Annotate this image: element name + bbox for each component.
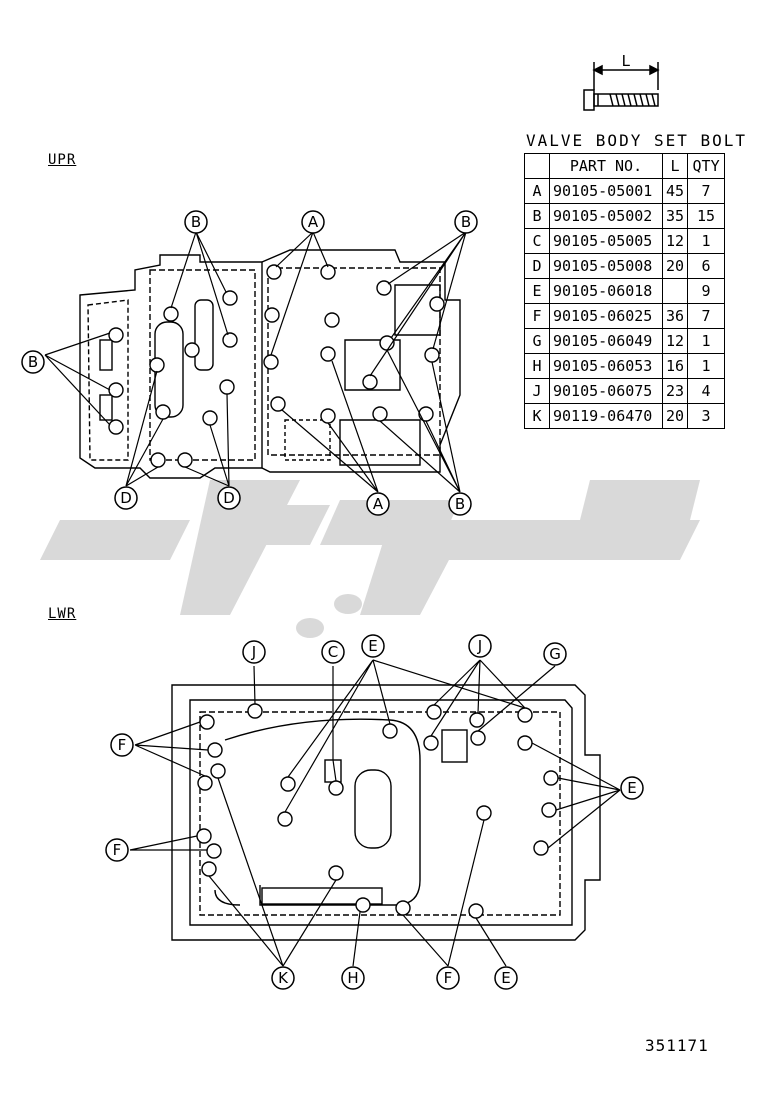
row-length: 12 (661, 328, 689, 354)
row-length: 16 (661, 353, 689, 379)
table-row: J 90105-06075 23 4 (524, 378, 726, 404)
callout-lower-f-bottom: F (444, 969, 453, 987)
watermark-logo (40, 480, 700, 638)
bolt-illustration (583, 62, 660, 111)
row-part-no: 90105-06075 (549, 378, 663, 404)
row-part-no: 90105-05002 (549, 203, 663, 229)
upper-leader-lines (44, 231, 467, 493)
row-code: C (524, 228, 550, 254)
bolt-length-label: L (621, 52, 630, 70)
row-code: A (524, 178, 550, 204)
row-qty: 1 (687, 228, 726, 254)
callout-upper-b-top-left: B (191, 213, 201, 231)
row-qty: 1 (687, 353, 726, 379)
callout-lower-f-mid-left: F (113, 841, 122, 859)
row-length: 36 (661, 303, 689, 329)
row-qty: 7 (687, 303, 726, 329)
upper-bolts (108, 264, 445, 468)
callout-lower-c: C (328, 643, 338, 661)
row-qty: 7 (687, 178, 726, 204)
row-part-no: 90105-05001 (549, 178, 663, 204)
callout-upper-b-left: B (28, 353, 38, 371)
row-part-no: 90105-06025 (549, 303, 663, 329)
table-row: H 90105-06053 16 1 (524, 353, 726, 379)
lower-leader-lines (129, 659, 621, 967)
header-length: L (661, 153, 689, 179)
table-row: B 90105-05002 35 15 (524, 203, 726, 229)
upper-callout-labels: B A B B D D A B (28, 213, 471, 513)
callout-lower-j-left: J (251, 643, 256, 661)
callout-upper-a-top: A (308, 213, 319, 231)
callout-lower-e-bottom: E (501, 969, 510, 987)
header-qty: QTY (687, 153, 726, 179)
row-code: G (524, 328, 550, 354)
upper-section-label: UPR (48, 152, 77, 168)
drawing-number: 351171 (645, 1036, 709, 1055)
table-row: G 90105-06049 12 1 (524, 328, 726, 354)
callout-lower-g: G (549, 645, 561, 663)
table-row: F 90105-06025 36 7 (524, 303, 726, 329)
row-part-no: 90105-06053 (549, 353, 663, 379)
table-header-row: PART NO. L QTY (524, 153, 726, 179)
table-row: D 90105-05008 20 6 (524, 253, 726, 279)
row-part-no: 90105-05008 (549, 253, 663, 279)
row-length: 23 (661, 378, 689, 404)
callout-upper-a-bottom: A (373, 495, 384, 513)
row-qty: 9 (687, 278, 726, 304)
callout-upper-d-right: D (223, 489, 235, 507)
lower-section-label: LWR (48, 606, 77, 622)
row-length: 20 (661, 403, 689, 429)
callout-lower-e-top: E (368, 637, 377, 655)
lower-callout-labels: J C E J G F E F K H F E (113, 637, 637, 987)
callout-lower-j-right: J (477, 637, 482, 655)
lower-valve-body (171, 684, 601, 941)
row-part-no: 90105-06018 (549, 278, 663, 304)
row-length: 35 (661, 203, 689, 229)
header-part-no: PART NO. (549, 153, 663, 179)
callout-upper-d-left: D (120, 489, 132, 507)
table-row: K 90119-06470 20 3 (524, 403, 726, 429)
lower-bolts (196, 703, 559, 919)
callout-upper-b-bottom: B (455, 495, 465, 513)
row-code: F (524, 303, 550, 329)
bolt-table: VALVE BODY SET BOLT PART NO. L QTY A 901… (524, 131, 747, 429)
bolt-table-title: VALVE BODY SET BOLT (526, 131, 748, 150)
bolt-spec-table: PART NO. L QTY A 90105-05001 45 7 B 9010… (524, 153, 726, 429)
row-part-no: 90105-05005 (549, 228, 663, 254)
row-code: E (524, 278, 550, 304)
table-row: C 90105-05005 12 1 (524, 228, 726, 254)
row-qty: 4 (687, 378, 726, 404)
table-row: E 90105-06018 9 (524, 278, 726, 304)
header-code (524, 153, 550, 179)
callout-circles (21, 210, 644, 990)
row-part-no: 90119-06470 (549, 403, 663, 429)
row-qty: 1 (687, 328, 726, 354)
row-qty: 6 (687, 253, 726, 279)
table-row: A 90105-05001 45 7 (524, 178, 726, 204)
row-code: D (524, 253, 550, 279)
row-code: J (524, 378, 550, 404)
callout-lower-h: H (347, 969, 358, 987)
row-qty: 3 (687, 403, 726, 429)
row-qty: 15 (687, 203, 726, 229)
row-part-no: 90105-06049 (549, 328, 663, 354)
row-code: K (524, 403, 550, 429)
row-code: H (524, 353, 550, 379)
row-length: 45 (661, 178, 689, 204)
callout-lower-e-right: E (627, 779, 636, 797)
row-length: 12 (661, 228, 689, 254)
row-code: B (524, 203, 550, 229)
row-length (661, 278, 689, 304)
callout-lower-k: K (278, 969, 289, 987)
row-length: 20 (661, 253, 689, 279)
callout-lower-f-top-left: F (118, 736, 127, 754)
callout-upper-b-top-right: B (461, 213, 471, 231)
